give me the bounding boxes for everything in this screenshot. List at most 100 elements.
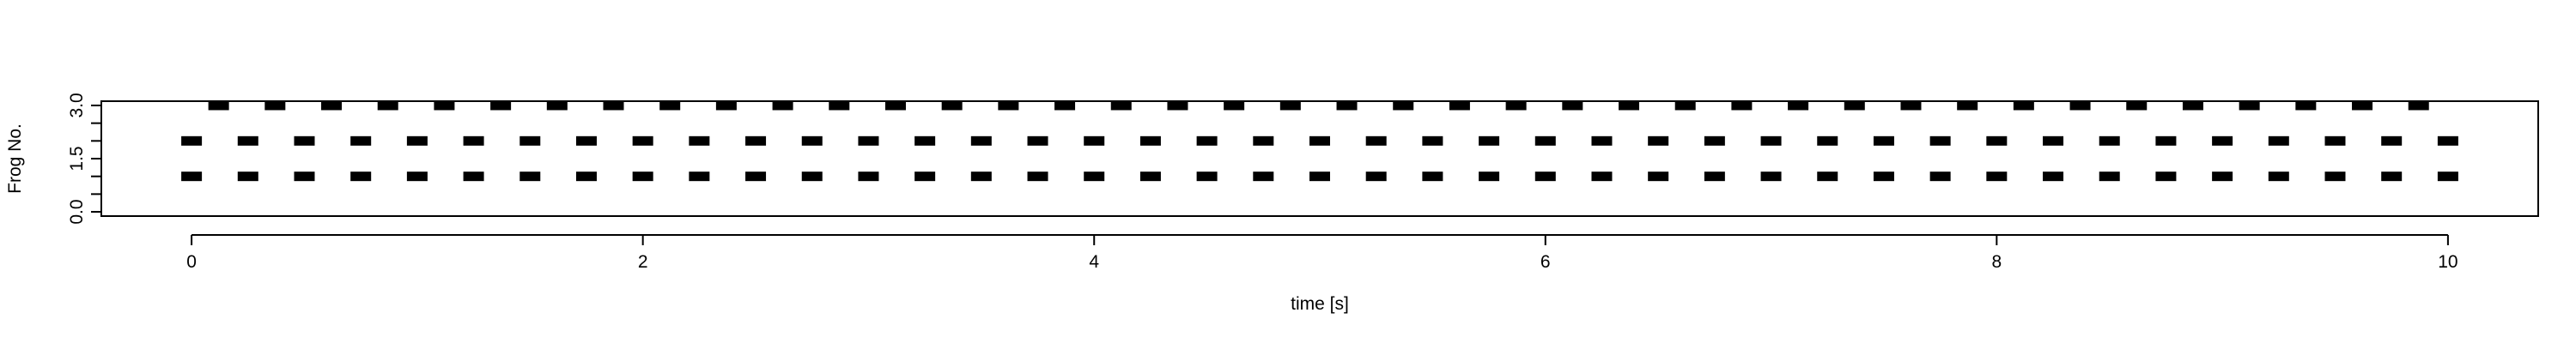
call-mark [1224,100,1245,111]
call-mark [1027,135,1048,146]
call-mark [546,100,568,111]
call-mark [1393,100,1414,111]
x-tick-label: 0 [186,252,197,272]
call-mark [1534,172,1556,182]
call-mark [745,172,767,182]
x-tick-label: 4 [1089,252,1099,272]
call-mark [1110,100,1132,111]
call-mark [2069,100,2091,111]
call-mark [1196,135,1218,146]
call-mark [406,172,428,182]
call-mark [1788,100,1809,111]
call-mark [1760,135,1782,146]
call-mark [1365,135,1387,146]
call-mark [2212,172,2233,182]
call-mark [689,135,710,146]
x-tick-label: 2 [638,252,648,272]
call-mark [1817,135,1838,146]
call-mark [1054,100,1076,111]
x-tick-label: 10 [2438,252,2458,272]
call-mark [2437,135,2458,146]
call-mark [2381,172,2403,182]
call-mark [1957,100,1978,111]
call-mark [463,172,484,182]
call-mark [2099,172,2120,182]
call-mark [1619,100,1640,111]
call-mark [1139,135,1161,146]
call-mark [1873,135,1894,146]
call-mark [1591,172,1613,182]
call-mark [181,172,203,182]
call-mark [1479,172,1500,182]
call-mark [1336,100,1358,111]
call-mark [1648,172,1669,182]
call-mark [1900,100,1922,111]
call-mark [575,135,597,146]
call-mark [858,135,879,146]
call-mark [1505,100,1527,111]
y-tick-label: 0.0 [67,199,87,224]
call-mark [2126,100,2148,111]
call-mark [1986,172,2008,182]
call-mark [2182,100,2203,111]
call-mark [2268,135,2289,146]
call-mark [1084,135,1105,146]
call-mark [1591,135,1613,146]
call-mark [463,135,484,146]
call-mark [1704,135,1725,146]
call-mark [603,100,624,111]
x-tick-label: 6 [1540,252,1551,272]
call-mark [1279,100,1301,111]
call-mark [689,172,710,182]
data-marks [181,100,2458,182]
call-mark [1873,172,1894,182]
call-mark [858,172,879,182]
call-mark [2212,135,2233,146]
call-mark [2099,135,2120,146]
call-mark [2013,100,2034,111]
call-mark [294,172,315,182]
call-mark [1167,100,1188,111]
call-mark [2324,172,2346,182]
call-mark [2324,135,2346,146]
call-mark [1534,135,1556,146]
call-mark [350,135,372,146]
call-mark [1479,135,1500,146]
call-mark [2043,135,2064,146]
call-mark [1253,135,1274,146]
call-mark [970,135,992,146]
call-mark [970,172,992,182]
call-mark [1422,135,1443,146]
call-mark [1704,172,1725,182]
call-mark [632,172,653,182]
call-mark [715,100,737,111]
call-mark [884,100,906,111]
call-mark [1139,172,1161,182]
call-mark [941,100,963,111]
call-mark [745,135,767,146]
call-mark [1844,100,1865,111]
call-mark [264,100,286,111]
call-mark [181,135,203,146]
call-mark [350,172,372,182]
call-mark [519,135,541,146]
call-mark [1731,100,1753,111]
call-mark [519,172,541,182]
x-axis-label: time [s] [1291,294,1349,314]
call-mark [1760,172,1782,182]
call-mark [2295,100,2317,111]
call-mark [434,100,455,111]
call-mark [1929,135,1951,146]
call-mark [1449,100,1470,111]
call-mark [406,135,428,146]
call-mark [1027,172,1048,182]
y-axis-label: Frog No. [5,123,25,194]
call-mark [1422,172,1443,182]
call-mark [1929,172,1951,182]
y-tick-label: 3.0 [67,93,87,117]
call-mark [1817,172,1838,182]
call-mark [998,100,1019,111]
call-mark [237,172,258,182]
